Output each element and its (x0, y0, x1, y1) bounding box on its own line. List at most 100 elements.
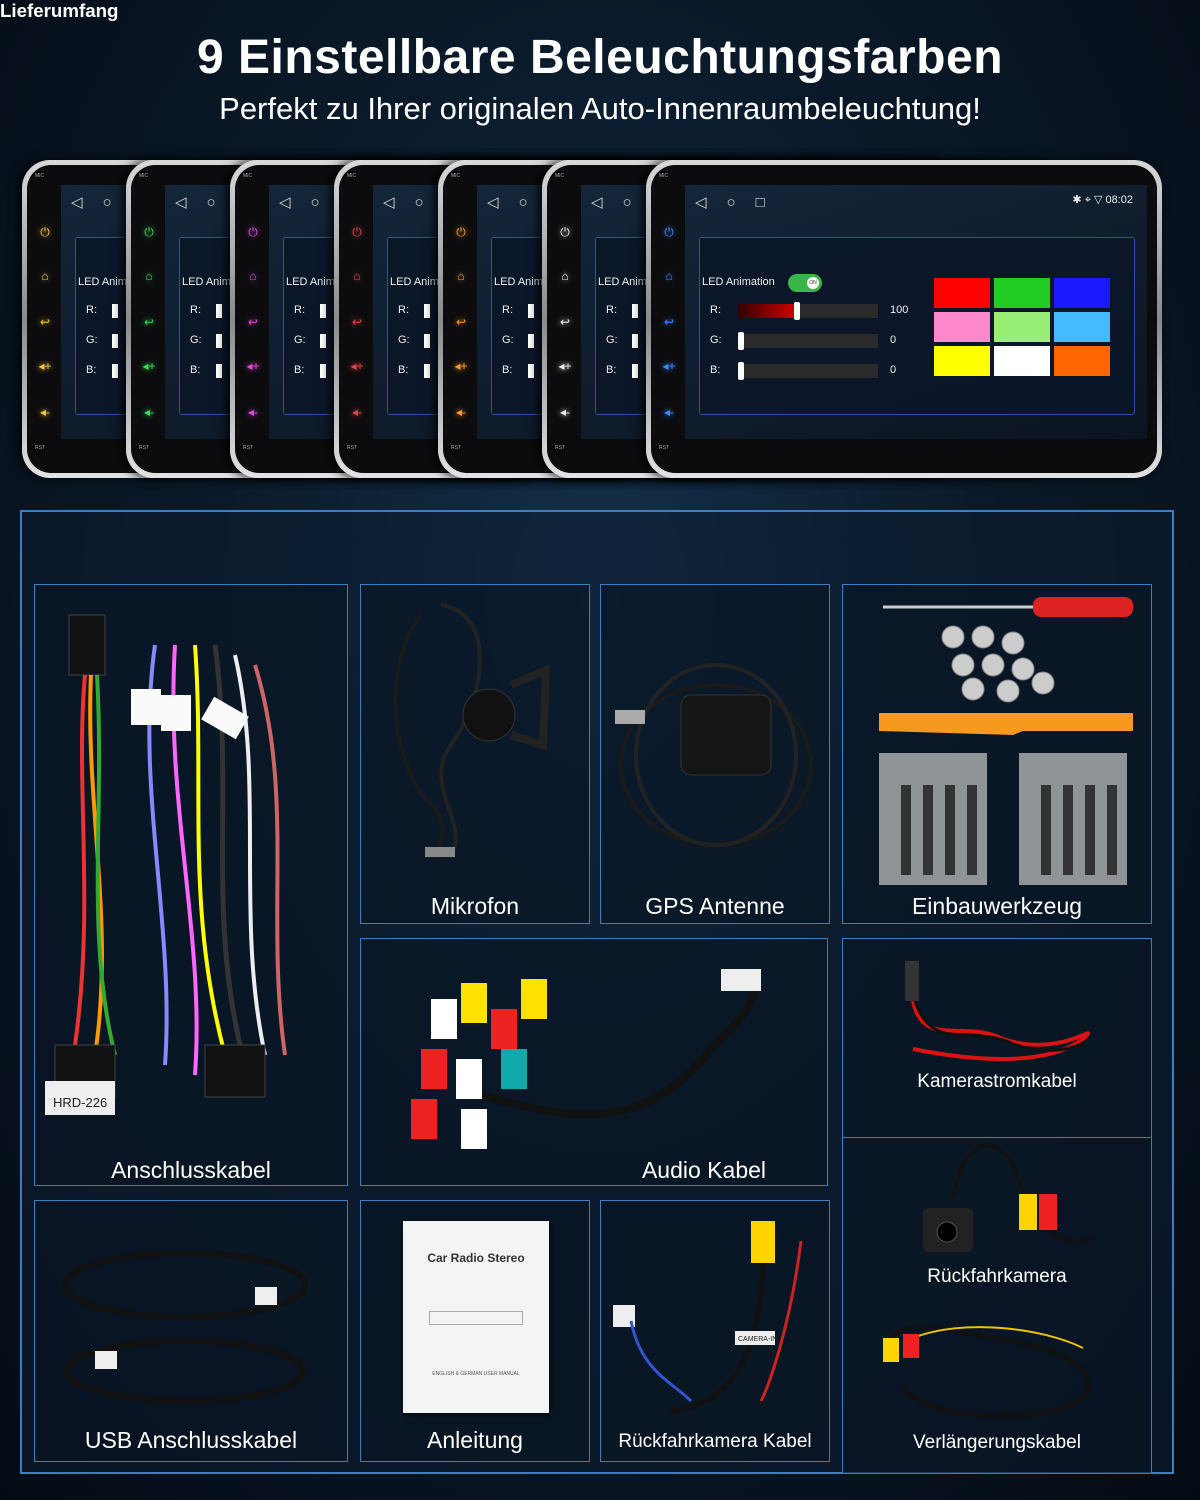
nav-buttons-icon[interactable]: ◁○□ (175, 194, 265, 211)
rst-label: RST (347, 445, 357, 451)
nav-buttons-icon[interactable]: ◁○□ (71, 194, 161, 211)
back-icon[interactable]: ↩ (663, 315, 675, 329)
power-icon[interactable]: ⏻ (560, 225, 570, 239)
slider-thumb[interactable] (112, 334, 118, 348)
side-keys: ⏻ ⌂ ↩ ◂+ ◂- (345, 185, 369, 445)
volume-up-icon[interactable]: ◂+ (246, 359, 260, 373)
page-title: 9 Einstellbare Beleuchtungsfarben (196, 31, 1004, 84)
power-icon[interactable]: ⏻ (352, 225, 362, 239)
power-icon[interactable]: ⏻ (40, 225, 50, 239)
color-swatch[interactable] (994, 312, 1050, 342)
volume-down-icon[interactable]: ◂- (559, 405, 571, 419)
slider-thumb[interactable] (320, 334, 326, 348)
home-icon[interactable]: ⌂ (665, 269, 673, 283)
caption-einbauwerkzeug: Einbauwerkzeug (911, 893, 1083, 919)
gps-antenna-image (615, 663, 813, 847)
slider-thumb[interactable] (216, 304, 222, 318)
home-icon[interactable]: ⌂ (561, 269, 569, 283)
nav-buttons-icon[interactable]: ◁○□ (383, 194, 473, 211)
color-swatch[interactable] (934, 278, 990, 308)
slider-thumb[interactable] (632, 364, 638, 378)
slider-thumb[interactable] (528, 304, 534, 318)
volume-up-icon[interactable]: ◂+ (558, 359, 572, 373)
slider-thumb[interactable] (424, 364, 430, 378)
b-value: 0 (890, 364, 897, 376)
b-label: B: (398, 364, 409, 376)
nav-buttons-icon[interactable]: ◁○□ (591, 194, 681, 211)
slider-thumb[interactable] (216, 364, 222, 378)
slider-thumb[interactable] (528, 364, 534, 378)
home-icon[interactable]: ⌂ (41, 269, 49, 283)
home-icon[interactable]: ⌂ (457, 269, 465, 283)
slider-thumb[interactable] (794, 302, 800, 320)
color-swatch[interactable] (1054, 346, 1110, 376)
r-slider[interactable] (738, 302, 878, 320)
nav-buttons-icon[interactable]: ◁○□ (279, 194, 369, 211)
slider-thumb[interactable] (424, 334, 430, 348)
slider-thumb[interactable] (320, 364, 326, 378)
status-clock: ✱ ⌖ ▽ 08:02 (1072, 194, 1133, 206)
b-label: B: (86, 364, 97, 376)
manual-graphic (429, 1311, 523, 1325)
slider-thumb[interactable] (424, 304, 430, 318)
power-icon[interactable]: ⏻ (248, 225, 258, 239)
slider-thumb[interactable] (738, 332, 744, 350)
back-icon[interactable]: ↩ (39, 315, 51, 329)
color-swatch[interactable] (934, 312, 990, 342)
slider-thumb[interactable] (738, 362, 744, 380)
color-swatch[interactable] (994, 346, 1050, 376)
side-keys: ⏻ ⌂ ↩ ◂+ ◂- (553, 185, 577, 445)
home-icon[interactable]: ⌂ (145, 269, 153, 283)
volume-up-icon[interactable]: ◂+ (662, 359, 676, 373)
mic-label: MIC (35, 173, 45, 179)
rst-label: RST (659, 445, 669, 451)
slider-thumb[interactable] (112, 304, 118, 318)
volume-up-icon[interactable]: ◂+ (142, 359, 156, 373)
g-label: G: (190, 334, 202, 346)
led-toggle[interactable]: ON (788, 274, 822, 292)
nav-buttons-icon[interactable]: ◁○□ (695, 194, 785, 211)
volume-down-icon[interactable]: ◂- (351, 405, 363, 419)
page-subtitle: Perfekt zu Ihrer originalen Auto-Innenra… (219, 91, 981, 126)
back-icon[interactable]: ↩ (143, 315, 155, 329)
slider-thumb[interactable] (216, 334, 222, 348)
color-swatch[interactable] (934, 346, 990, 376)
power-icon[interactable]: ⏻ (664, 225, 674, 239)
item-rueckfahrkamera: Rückfahrkamera Verlängerungskabel (842, 1138, 1152, 1474)
g-slider[interactable] (738, 332, 878, 350)
nav-buttons-icon[interactable]: ◁○□ (487, 194, 577, 211)
slider-thumb[interactable] (632, 334, 638, 348)
home-icon[interactable]: ⌂ (249, 269, 257, 283)
mic-label: MIC (451, 173, 461, 179)
volume-up-icon[interactable]: ◂+ (454, 359, 468, 373)
color-swatch[interactable] (994, 278, 1050, 308)
power-icon[interactable]: ⏻ (456, 225, 466, 239)
slider-thumb[interactable] (528, 334, 534, 348)
back-icon[interactable]: ↩ (455, 315, 467, 329)
item-audio-kabel: Audio Kabel (360, 938, 828, 1186)
volume-down-icon[interactable]: ◂- (455, 405, 467, 419)
color-swatch[interactable] (1054, 312, 1110, 342)
volume-down-icon[interactable]: ◂- (143, 405, 155, 419)
slider-thumb[interactable] (320, 304, 326, 318)
volume-up-icon[interactable]: ◂+ (38, 359, 52, 373)
usb-cable-image (62, 1250, 308, 1404)
slider-thumb[interactable] (632, 304, 638, 318)
home-icon[interactable]: ⌂ (353, 269, 361, 283)
back-icon[interactable]: ↩ (351, 315, 363, 329)
volume-up-icon[interactable]: ◂+ (350, 359, 364, 373)
volume-down-icon[interactable]: ◂- (663, 405, 675, 419)
delivery-title: Lieferumfang (0, 0, 119, 21)
color-swatch[interactable] (1054, 278, 1110, 308)
volume-down-icon[interactable]: ◂- (39, 405, 51, 419)
back-icon[interactable]: ↩ (559, 315, 571, 329)
b-label: B: (294, 364, 305, 376)
slider-thumb[interactable] (112, 364, 118, 378)
volume-down-icon[interactable]: ◂- (247, 405, 259, 419)
b-slider[interactable] (738, 362, 878, 380)
caption-rueckfahrkamera: Rückfahrkamera (927, 1266, 1067, 1287)
power-icon[interactable]: ⏻ (144, 225, 154, 239)
back-icon[interactable]: ↩ (247, 315, 259, 329)
